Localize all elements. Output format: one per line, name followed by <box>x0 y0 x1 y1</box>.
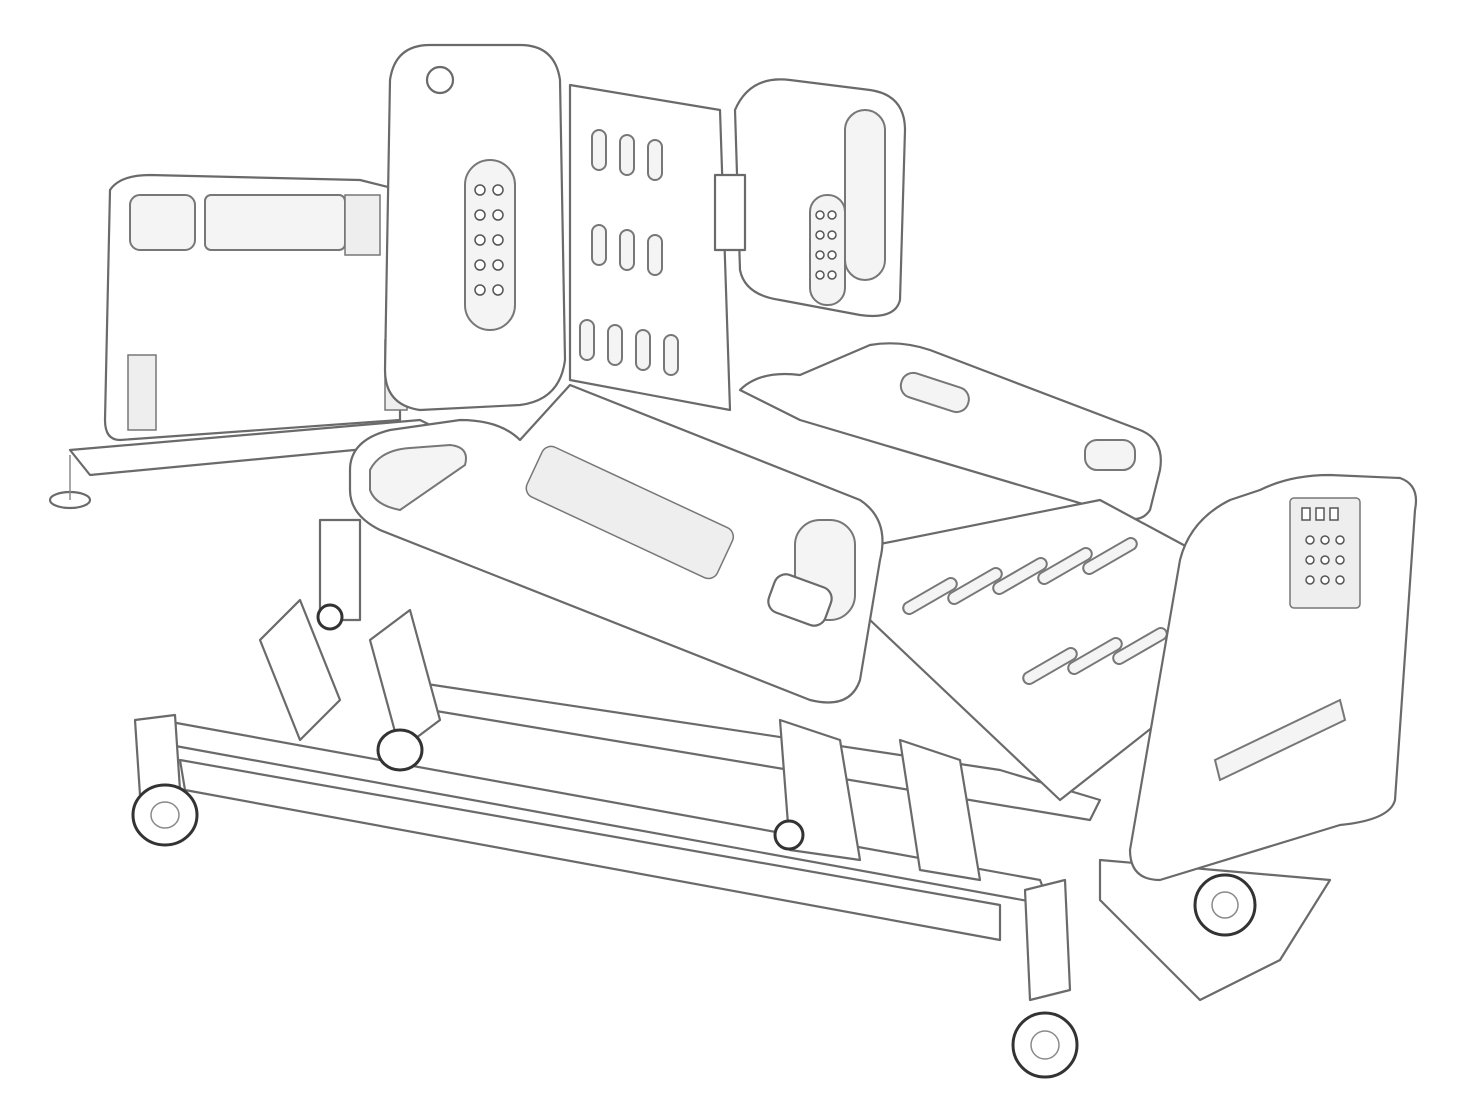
keypad-buttons-right <box>815 210 837 280</box>
backrest-slots <box>579 129 679 376</box>
head-side-rail-left <box>383 43 567 412</box>
casters <box>131 713 1257 1079</box>
foot-side-rail-left <box>348 383 884 704</box>
lift-mechanism <box>258 518 982 882</box>
foot-platform <box>798 498 1232 802</box>
foot-side-rail-right <box>738 342 1162 521</box>
keypad-buttons <box>474 184 504 296</box>
platform-slots <box>902 537 1168 685</box>
backrest <box>568 83 732 412</box>
control-panel-buttons <box>1301 507 1345 585</box>
headboard <box>48 173 462 510</box>
head-side-rail-right <box>713 78 907 318</box>
footboard <box>1128 473 1418 882</box>
